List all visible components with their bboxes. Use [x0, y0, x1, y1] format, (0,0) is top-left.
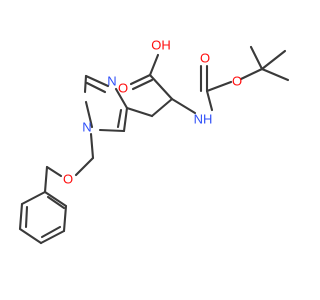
bond-alpha-nh	[170, 97, 197, 115]
atom-carbamate-o-ester: O	[232, 73, 242, 88]
bond-acid-c-alpha	[148, 73, 174, 101]
bond-phenyl-1-inner	[46, 195, 66, 210]
bond-ring-n3-c2-2	[85, 81, 107, 94]
atom-ether-o: O	[63, 171, 73, 186]
bond-ring-c2-n1	[83, 74, 88, 94]
bond-ch2-phenyl	[43, 165, 49, 194]
bond-tbutyl-me3	[260, 67, 290, 82]
bond-phenyl-6	[20, 190, 47, 206]
bonds	[18, 45, 290, 245]
chemical-structure: OH O NH O O N N O	[18, 37, 290, 245]
bond-phenyl-3	[39, 229, 66, 245]
bond-alpha-ch2	[150, 97, 174, 118]
bond-tbutyl-me1	[249, 45, 264, 71]
bond-o-tbutyl	[239, 67, 264, 81]
bond-acid-c-o-double-1	[129, 73, 152, 86]
bond-ch2-ring	[125, 106, 154, 118]
atom-carbamate-o-double: O	[200, 50, 210, 65]
bond-ring-c5-c4-2	[116, 108, 123, 129]
bond-phenyl-4	[18, 227, 43, 245]
bond-tbutyl-me2	[260, 49, 287, 71]
bond-acid-c-o-double-2	[131, 78, 154, 91]
bond-ring-n1-c2-left	[84, 100, 94, 129]
atom-acid-o: O	[118, 80, 128, 95]
atom-amide-nh: NH	[194, 111, 213, 126]
bond-ring-c4-n3	[114, 87, 129, 110]
bond-nh-carbonyl	[205, 89, 214, 112]
bond-phenyl-5	[18, 202, 24, 231]
atom-labels: OH O NH O O N N O	[63, 37, 242, 186]
bond-phenyl-1	[43, 190, 68, 208]
bond-ch2-o	[74, 156, 95, 177]
bond-phenyl-5-inner	[24, 205, 29, 229]
bond-carbonyl-o-ester	[205, 80, 233, 93]
bond-ring-n1-c5	[98, 128, 126, 133]
atom-acid-oh: OH	[151, 37, 171, 52]
atom-imidazole-n1: N	[82, 119, 91, 134]
bond-n1-ch2	[89, 132, 95, 160]
bond-acid-c-oh	[148, 53, 160, 77]
bond-ring-n3-c2-1	[84, 74, 110, 88]
bond-ring-c5-c4-1	[122, 106, 129, 133]
bond-phenyl-3-inner	[40, 225, 62, 239]
bond-phenyl-2	[62, 204, 68, 233]
atom-imidazole-n3: N	[107, 73, 116, 88]
bond-o-ch2	[45, 165, 63, 178]
